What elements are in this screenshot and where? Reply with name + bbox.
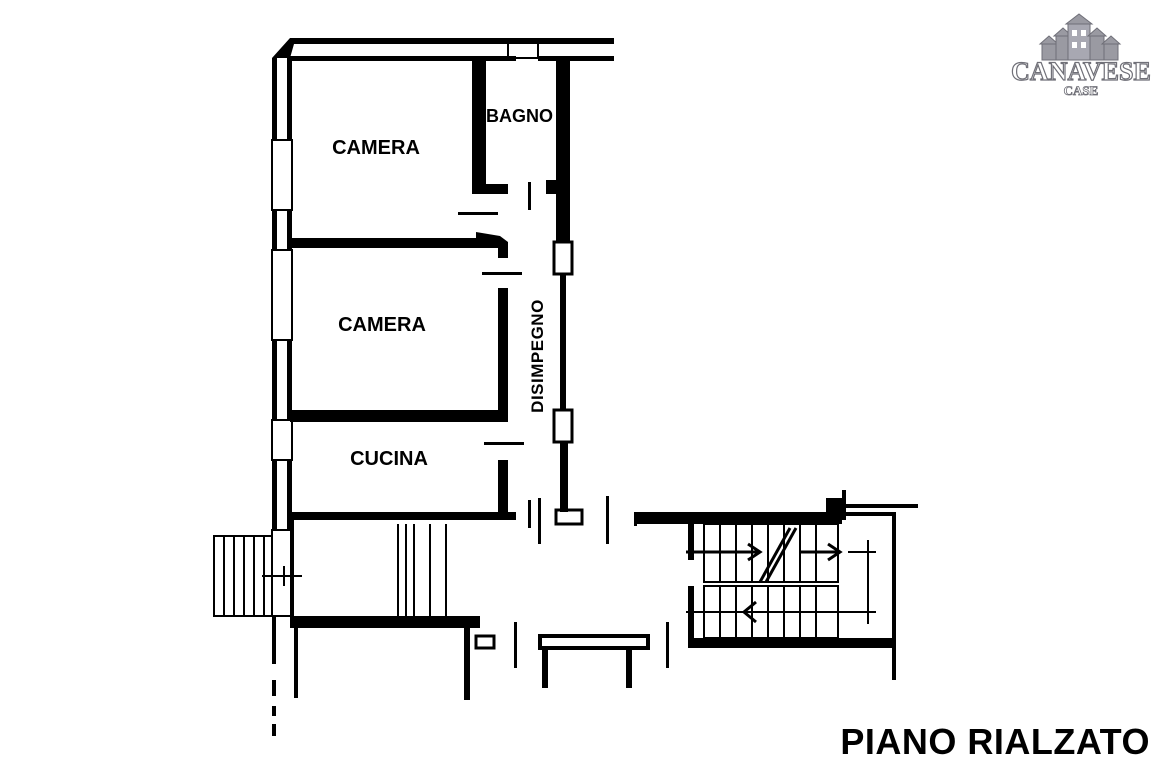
room-label-bagno: BAGNO (486, 106, 553, 126)
walls (271, 38, 918, 736)
logo: CANAVESE CASE (1011, 13, 1151, 98)
entry-steps (213, 535, 302, 617)
logo-name: CANAVESE (1011, 57, 1151, 86)
inner-steps (397, 524, 447, 616)
floor-title: PIANO RIALZATO (840, 721, 1150, 762)
room-label-camera-top: CAMERA (332, 137, 420, 159)
logo-sub: CASE (1064, 83, 1099, 98)
houses-icon (1038, 13, 1122, 61)
room-label-camera-middle: CAMERA (338, 314, 426, 336)
room-label-cucina: CUCINA (350, 448, 428, 470)
room-label-disimpegno: DISIMPEGNO (528, 299, 547, 413)
staircase (686, 523, 876, 639)
